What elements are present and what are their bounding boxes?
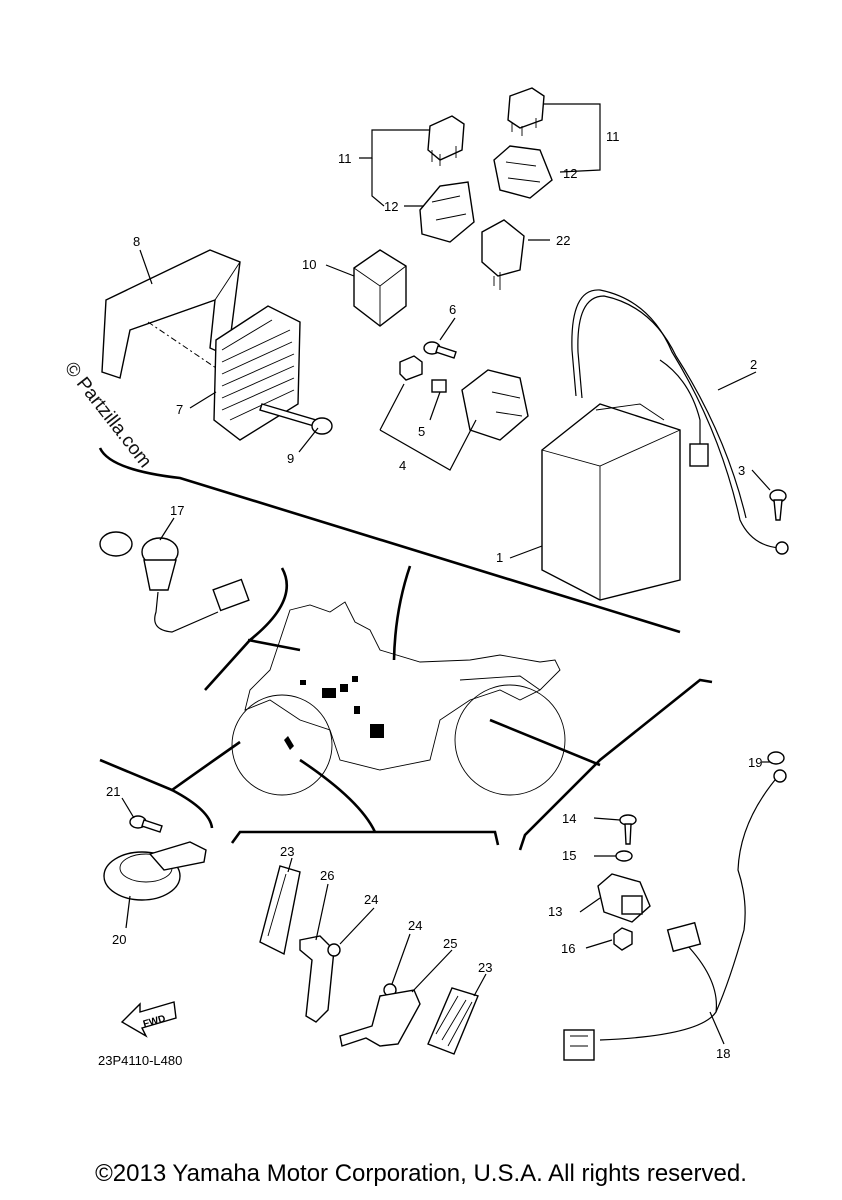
part-7-rectifier[interactable] bbox=[213, 305, 301, 441]
section-dividers bbox=[98, 447, 713, 851]
part-4-connector[interactable] bbox=[399, 355, 423, 381]
part-26-bracket[interactable] bbox=[299, 935, 335, 1023]
callout-labels: 8 7 9 10 11 12 11 12 22 6 5 4 1 2 3 17 2… bbox=[106, 129, 762, 1061]
part-17-socket[interactable] bbox=[99, 531, 250, 633]
part-5-fuse[interactable] bbox=[431, 379, 447, 393]
callout-20: 20 bbox=[112, 932, 126, 947]
watermark-text: © Partzilla.com bbox=[60, 358, 155, 472]
callout-25: 25 bbox=[443, 936, 457, 951]
part-4-starter-relay[interactable] bbox=[461, 369, 529, 441]
callout-22: 22 bbox=[556, 233, 570, 248]
callout-7: 7 bbox=[176, 402, 183, 417]
callout-24-left: 24 bbox=[364, 892, 378, 907]
callout-5: 5 bbox=[418, 424, 425, 439]
fwd-arrow: FWD bbox=[120, 1001, 177, 1038]
callout-9: 9 bbox=[287, 451, 294, 466]
callout-11-left: 11 bbox=[338, 151, 352, 166]
part-12-holder-a[interactable] bbox=[419, 181, 475, 243]
callout-13: 13 bbox=[548, 904, 562, 919]
part-11-relay-a[interactable] bbox=[427, 115, 465, 166]
part-10-relay[interactable] bbox=[353, 249, 407, 327]
figure-code: 23P4110-L480 bbox=[98, 1053, 182, 1068]
part-3-bolt[interactable] bbox=[769, 489, 787, 521]
callout-3: 3 bbox=[738, 463, 745, 478]
part-6-screw[interactable] bbox=[423, 341, 457, 359]
part-13-sensor[interactable] bbox=[597, 873, 651, 923]
part-20-horn[interactable] bbox=[103, 841, 207, 901]
callout-10: 10 bbox=[302, 257, 316, 272]
callout-2: 2 bbox=[750, 357, 757, 372]
part-25-bracket[interactable] bbox=[339, 989, 421, 1047]
callout-16: 16 bbox=[561, 941, 575, 956]
part-22-relay[interactable] bbox=[481, 219, 525, 290]
leader-lines bbox=[121, 103, 771, 1045]
callout-12-right: 12 bbox=[563, 166, 577, 181]
part-23-reflector-right[interactable] bbox=[427, 987, 479, 1055]
part-12-holder-b[interactable] bbox=[493, 145, 553, 199]
callout-21: 21 bbox=[106, 784, 120, 799]
callout-19: 19 bbox=[748, 755, 762, 770]
callout-23-left: 23 bbox=[280, 844, 294, 859]
part-24-nut-left[interactable] bbox=[327, 943, 341, 957]
callout-11-right: 11 bbox=[606, 129, 620, 144]
part-18-wire-lead[interactable] bbox=[563, 773, 781, 1061]
part-8-cover[interactable] bbox=[101, 249, 241, 379]
callout-24-right: 24 bbox=[408, 918, 422, 933]
motorcycle-outline bbox=[231, 601, 566, 796]
part-14-screw[interactable] bbox=[619, 814, 637, 845]
copyright-notice: ©2013 Yamaha Motor Corporation, U.S.A. A… bbox=[95, 1160, 747, 1187]
callout-17: 17 bbox=[170, 503, 184, 518]
part-19-bolt[interactable] bbox=[767, 751, 787, 783]
callout-1: 1 bbox=[496, 550, 503, 565]
part-15-washer[interactable] bbox=[615, 850, 633, 862]
part-16-nut[interactable] bbox=[613, 927, 633, 951]
callout-8: 8 bbox=[133, 234, 140, 249]
part-11-relay-b[interactable] bbox=[507, 87, 545, 136]
part-2-battery-lead[interactable] bbox=[571, 289, 789, 555]
callout-12-left: 12 bbox=[384, 199, 398, 214]
part-21-bolt[interactable] bbox=[129, 815, 163, 833]
part-23-reflector-left[interactable] bbox=[259, 865, 301, 956]
callout-15: 15 bbox=[562, 848, 576, 863]
callout-14: 14 bbox=[562, 811, 576, 826]
callout-18: 18 bbox=[716, 1046, 730, 1061]
part-1-battery[interactable] bbox=[541, 403, 681, 601]
callout-4: 4 bbox=[399, 458, 406, 473]
callout-26: 26 bbox=[320, 868, 334, 883]
callout-23-right: 23 bbox=[478, 960, 492, 975]
callout-6: 6 bbox=[449, 302, 456, 317]
